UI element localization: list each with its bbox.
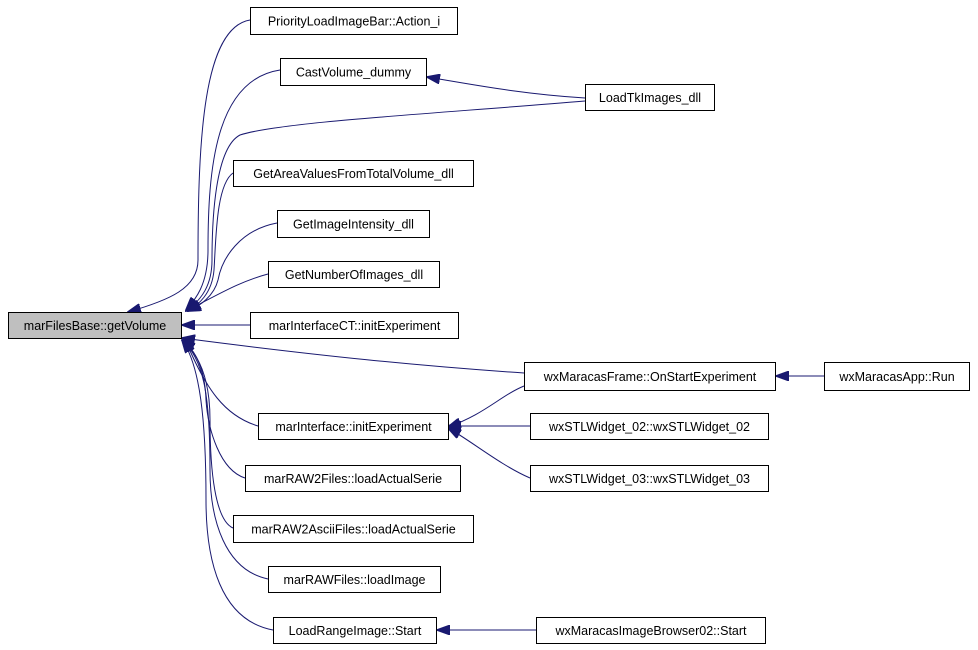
node-box[interactable] (536, 617, 766, 644)
edge-n1-to-focus (128, 19, 251, 312)
node-box[interactable] (824, 362, 970, 391)
node-box (8, 312, 182, 339)
node-box[interactable] (250, 312, 459, 339)
graph-node[interactable]: marInterface::initExperiment (258, 413, 449, 440)
edge-n13-to-focus (182, 340, 246, 479)
node-box[interactable] (233, 515, 474, 543)
graph-node[interactable]: GetAreaValuesFromTotalVolume_dll (233, 160, 474, 187)
graph-node[interactable]: PriorityLoadImageBar::Action_i (250, 7, 458, 35)
node-label: wxMaracasFrame::OnStartExperiment (543, 370, 757, 384)
graph-node[interactable]: wxSTLWidget_02::wxSTLWidget_02 (530, 413, 769, 440)
graph-node[interactable]: LoadRangeImage::Start (273, 617, 437, 644)
graph-node[interactable]: LoadTkImages_dll (585, 84, 715, 111)
edge-n5-to-focus (188, 222, 278, 311)
node-box[interactable] (268, 566, 441, 593)
node-label: marInterfaceCT::initExperiment (269, 319, 441, 333)
focus-node: marFilesBase::getVolume (8, 312, 182, 339)
graph-node[interactable]: GetNumberOfImages_dll (268, 261, 440, 288)
node-label: PriorityLoadImageBar::Action_i (268, 15, 440, 29)
graph-node[interactable]: marRAWFiles::loadImage (268, 566, 441, 593)
node-box[interactable] (530, 465, 769, 492)
node-box[interactable] (524, 362, 776, 391)
nodes: marFilesBase::getVolume PriorityLoadImage… (8, 7, 970, 644)
edge-n10-to-focus (185, 339, 259, 427)
node-label: marInterface::initExperiment (275, 420, 432, 434)
edge-n8-to-n10 (448, 385, 525, 427)
node-label: LoadRangeImage::Start (289, 624, 422, 638)
node-box[interactable] (280, 58, 427, 86)
graph-node[interactable]: GetImageIntensity_dll (277, 210, 430, 238)
node-label: CastVolume_dummy (296, 66, 412, 80)
edge-n8-to-focus (182, 338, 525, 374)
node-box[interactable] (277, 210, 430, 238)
graph-node[interactable]: marRAW2AsciiFiles::loadActualSerie (233, 515, 474, 543)
edge-n16-to-focus (182, 340, 274, 631)
edge-n6-to-focus (186, 273, 269, 311)
node-box[interactable] (250, 7, 458, 35)
edge-n12-to-n10 (448, 428, 531, 479)
node-box[interactable] (245, 465, 461, 492)
node-label: LoadTkImages_dll (599, 91, 701, 105)
graph-node[interactable]: marRAW2Files::loadActualSerie (245, 465, 461, 492)
edge-n2-to-focus (186, 69, 281, 310)
node-label: GetNumberOfImages_dll (285, 268, 423, 282)
node-label: GetAreaValuesFromTotalVolume_dll (253, 167, 454, 181)
node-label: wxMaracasApp::Run (838, 370, 954, 384)
graph-node[interactable]: wxMaracasImageBrowser02::Start (536, 617, 766, 644)
node-label: marFilesBase::getVolume (24, 319, 166, 333)
node-box[interactable] (258, 413, 449, 440)
node-label: wxMaracasImageBrowser02::Start (554, 624, 747, 638)
node-box[interactable] (233, 160, 474, 187)
node-label: marRAW2Files::loadActualSerie (264, 472, 442, 486)
edge-n14-to-focus (182, 340, 234, 529)
edge-n15-to-focus (182, 340, 269, 580)
node-label: marRAWFiles::loadImage (284, 573, 426, 587)
node-label: GetImageIntensity_dll (293, 218, 414, 232)
graph-node[interactable]: wxMaracasFrame::OnStartExperiment (524, 362, 776, 391)
node-label: wxSTLWidget_03::wxSTLWidget_03 (548, 472, 750, 486)
graph-node[interactable]: marInterfaceCT::initExperiment (250, 312, 459, 339)
node-box[interactable] (273, 617, 437, 644)
node-box[interactable] (530, 413, 769, 440)
graph-node[interactable]: CastVolume_dummy (280, 58, 427, 86)
node-box[interactable] (268, 261, 440, 288)
graph-node[interactable]: wxMaracasApp::Run (824, 362, 970, 391)
node-box[interactable] (585, 84, 715, 111)
edges (128, 19, 824, 631)
edge-n3-to-focus (188, 100, 586, 311)
edge-n3-to-n2 (427, 77, 586, 99)
node-label: wxSTLWidget_02::wxSTLWidget_02 (548, 420, 750, 434)
node-label: marRAW2AsciiFiles::loadActualSerie (251, 523, 456, 537)
graph-node[interactable]: wxSTLWidget_03::wxSTLWidget_03 (530, 465, 769, 492)
